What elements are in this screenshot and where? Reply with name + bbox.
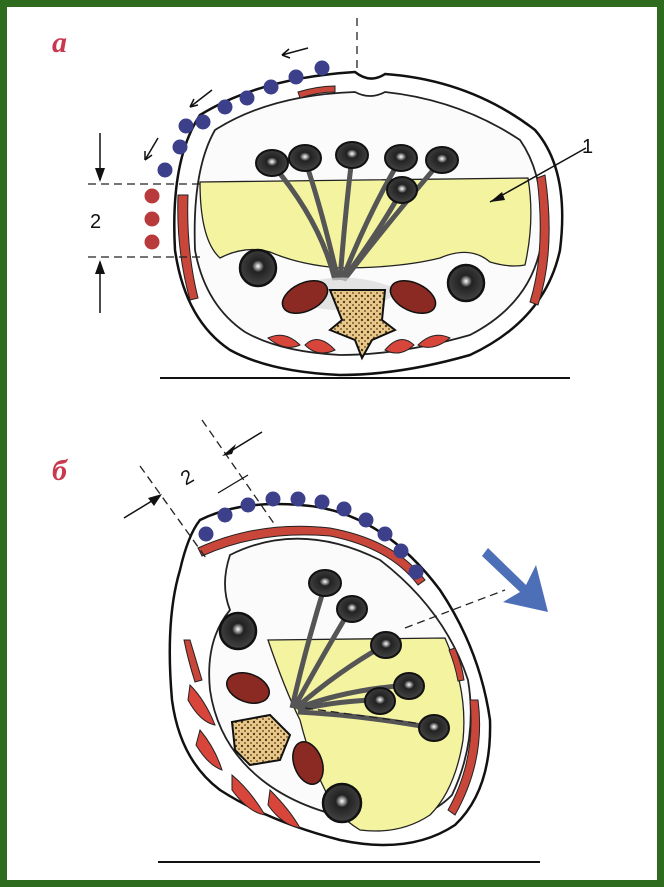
percussion-dot-icon [315, 495, 330, 510]
percussion-dot-icon [196, 115, 211, 130]
rotation-arrow-icon [482, 548, 548, 612]
colon-left-icon [240, 250, 276, 286]
bowel-loop-icon [387, 177, 417, 203]
percussion-dot-icon [394, 544, 409, 559]
percussion-dot-icon [241, 498, 256, 513]
bowel-loop-icon [337, 596, 367, 622]
percussion-dot-icon [289, 70, 304, 85]
dullness-dot-icon [145, 235, 160, 250]
percussion-dot-icon [179, 119, 194, 134]
percussion-dot-icon [359, 513, 374, 528]
bowel-loop-icon [365, 688, 395, 714]
percussion-dot-icon [218, 508, 233, 523]
bowel-loop-icon [336, 142, 368, 168]
panel-a-letter: а [52, 26, 67, 59]
panel-a: а [52, 18, 593, 378]
colon-lower-icon [323, 784, 361, 822]
bowel-loop-icon [419, 715, 449, 741]
label-2-a: 2 [90, 211, 101, 233]
dullness-dot-icon [145, 212, 160, 227]
percussion-dot-icon [266, 492, 281, 507]
percussion-dot-icon [264, 80, 279, 95]
label-1: 1 [582, 136, 593, 158]
red-dots-a [145, 189, 160, 250]
colon-right-icon [448, 265, 484, 301]
percussion-dot-icon [158, 163, 173, 178]
bowel-loop-icon [426, 147, 458, 173]
bowel-loop-icon [385, 145, 417, 171]
panel-b-letter: б [52, 454, 68, 487]
percussion-dot-icon [337, 502, 352, 517]
percussion-dot-icon [218, 100, 233, 115]
percussion-dot-icon [199, 527, 214, 542]
bowel-loop-icon [371, 632, 401, 658]
bowel-loop-icon [394, 673, 424, 699]
dullness-dot-icon [145, 189, 160, 204]
percussion-dot-icon [315, 61, 330, 76]
percussion-dot-icon [173, 140, 188, 155]
percussion-dot-icon [378, 527, 393, 542]
percussion-dot-icon [291, 492, 306, 507]
bowel-loop-icon [309, 570, 341, 596]
bowel-loop-icon [256, 150, 288, 176]
percussion-dot-icon [240, 91, 255, 106]
label-2-b: 2 [177, 465, 198, 490]
bowel-loop-icon [289, 145, 321, 171]
panel-b: б [52, 420, 548, 862]
percussion-dot-icon [409, 565, 424, 580]
colon-upper-icon [220, 613, 256, 649]
